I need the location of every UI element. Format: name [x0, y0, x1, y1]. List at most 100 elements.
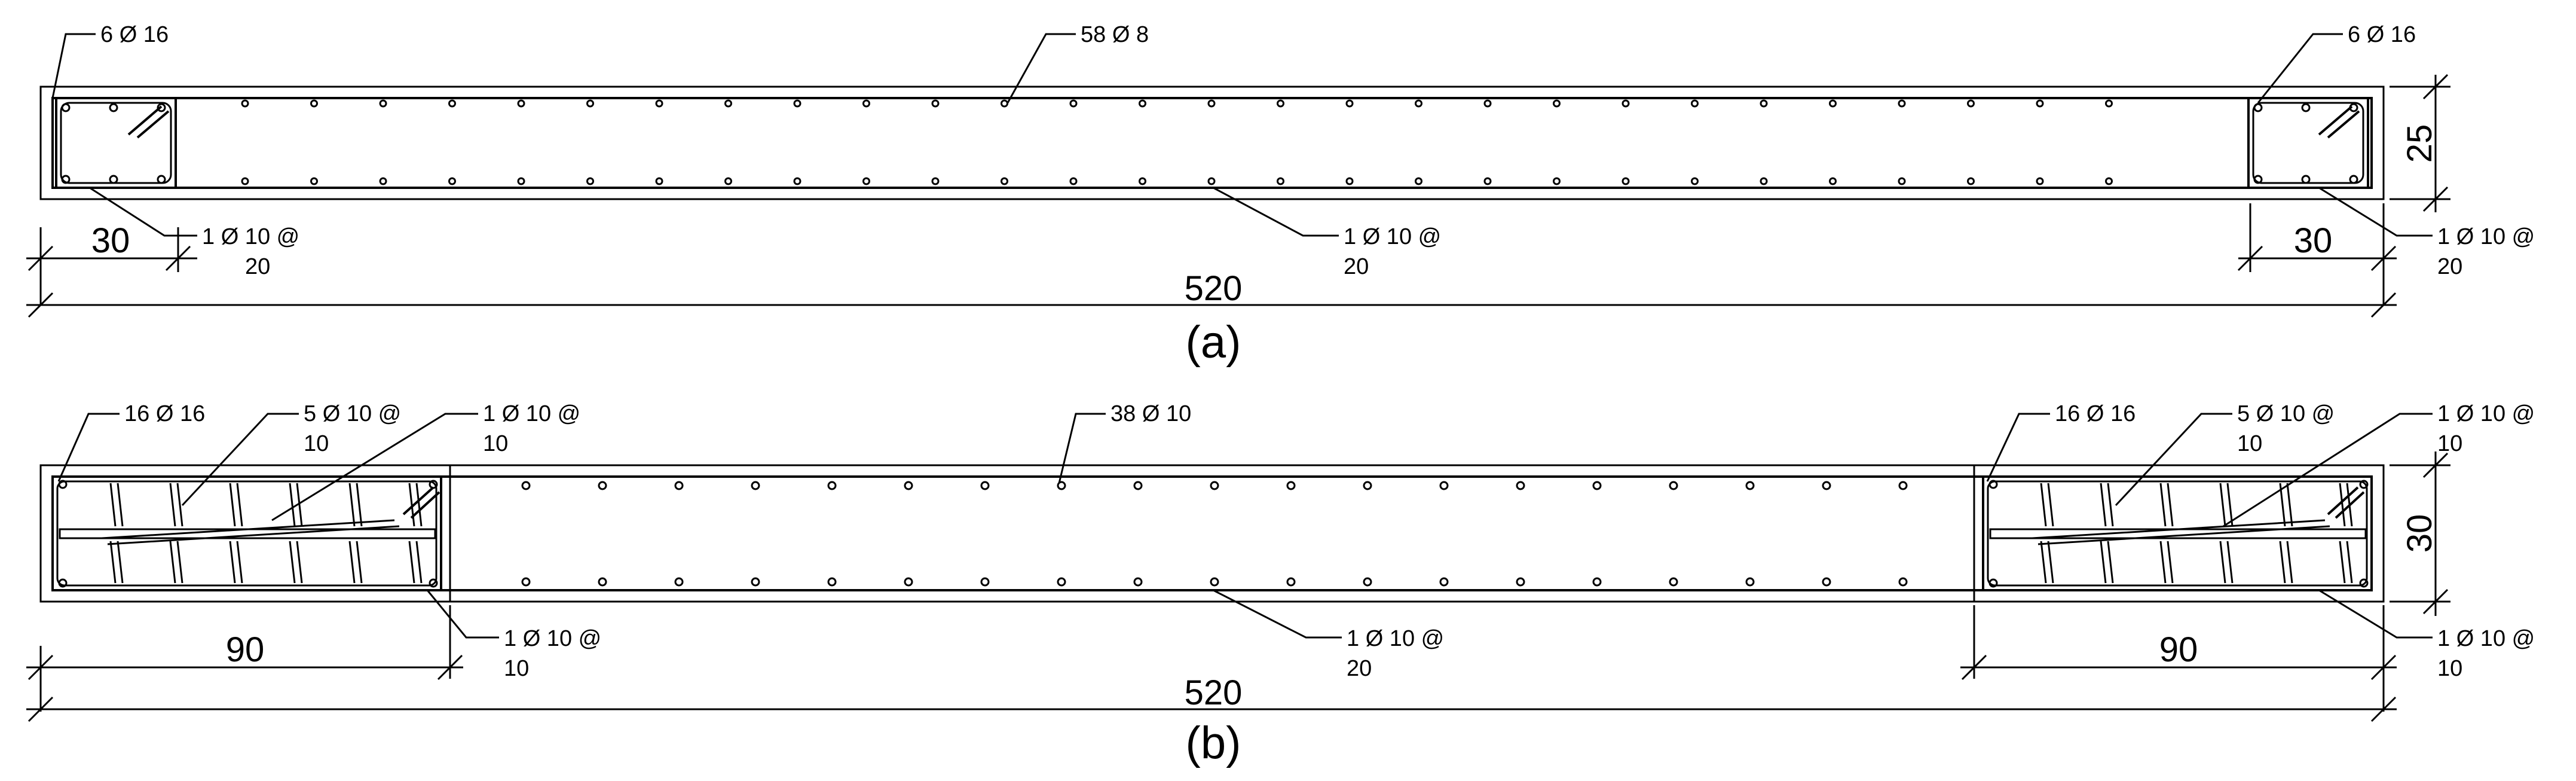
rebar-dot — [1898, 481, 1908, 490]
dim-label-a-right-end: 30 — [2294, 221, 2333, 260]
boundary-link-bar — [2107, 483, 2114, 527]
rebar-dot — [1439, 481, 1449, 490]
rebar-dot — [2036, 99, 2044, 108]
rebar-dot — [862, 99, 870, 108]
rebar-dot — [448, 177, 456, 185]
boundary-link-bar — [348, 483, 356, 527]
figure-a-left-tie-hook — [127, 105, 170, 139]
rebar-dot — [1439, 577, 1449, 587]
rebar-dot — [241, 99, 249, 108]
leader-b-right-diagonal — [2223, 413, 2433, 527]
corner-rebar-dot — [2301, 103, 2311, 112]
corner-rebar-dot — [429, 578, 438, 588]
rebar-dot — [1898, 577, 1908, 587]
label-b-right-tie: 1 Ø 10 @ — [2437, 626, 2535, 651]
rebar-dot — [931, 177, 940, 185]
dim-a-total — [26, 292, 2397, 318]
dimension-lines — [26, 74, 2450, 722]
figure-b-left-crosstie-bar — [59, 528, 436, 539]
boundary-link-bar — [415, 541, 423, 584]
dim-label-a-thickness: 25 — [2400, 124, 2439, 163]
corner-rebar-dot — [109, 103, 118, 112]
rebar-dot — [379, 99, 387, 108]
rebar-dot — [1516, 577, 1525, 587]
dim-b-right-end — [1960, 605, 2397, 712]
leader-b-right-tie — [2318, 589, 2433, 639]
rebar-dot — [2105, 177, 2113, 185]
rebar-dot — [1745, 481, 1755, 490]
figure-b-right-boundary-tie — [1982, 475, 2373, 591]
leader-a-web-bars — [1006, 33, 1076, 103]
leader-a-right-tie — [2318, 187, 2433, 237]
figure-a-labels: 6 Ø 16 58 Ø 8 6 Ø 16 1 Ø 10 @ 20 1 Ø 10 … — [91, 22, 2535, 368]
rebar-dot — [586, 177, 594, 185]
rebar-dot — [827, 481, 837, 490]
corner-rebar-dot — [2349, 175, 2358, 184]
rebar-dot — [1760, 177, 1768, 185]
boundary-link-bar — [176, 541, 183, 584]
rebar-dot — [1210, 577, 1219, 587]
rebar-dot — [724, 177, 732, 185]
boundary-link-bar — [2047, 541, 2054, 584]
boundary-link-bar — [2286, 541, 2293, 584]
rebar-dot — [1829, 177, 1837, 185]
leader-b-left-tie — [426, 590, 499, 639]
corner-rebar-dot — [58, 578, 68, 588]
figure-a-left-boundary-tie-inner — [60, 102, 172, 184]
boundary-link-bar — [296, 483, 303, 527]
dim-b-thickness — [2390, 451, 2450, 616]
rebar-dot — [655, 177, 663, 185]
figure-a-right-boundary-tie-inner — [2252, 102, 2364, 184]
caption-b: (b) — [1186, 718, 1241, 768]
boundary-link-bar — [2167, 541, 2174, 584]
rebar-dot — [448, 99, 456, 108]
boundary-link-bar — [2040, 541, 2047, 584]
boundary-link-bar — [408, 483, 415, 527]
label-a-left-tie-spacing: 20 — [245, 254, 270, 279]
rebar-dot — [521, 481, 531, 490]
dim-label-b-left-end: 90 — [226, 630, 265, 669]
label-b-right-tie-spacing: 10 — [2437, 656, 2462, 681]
boundary-link-bar — [236, 541, 243, 584]
boundary-link-bar — [2339, 483, 2346, 527]
figure-b-bars — [58, 480, 2369, 588]
wall-outlines — [39, 86, 2385, 603]
rebar-dot — [1069, 177, 1078, 185]
rebar-dot — [598, 481, 607, 490]
corner-rebar-dot — [2301, 175, 2311, 184]
boundary-link-bar — [2226, 541, 2234, 584]
figure-b-left-tie-hook — [402, 486, 440, 519]
rebar-dot — [1363, 577, 1372, 587]
leader-b-web-bars — [1058, 413, 1106, 484]
corner-rebar-dot — [1988, 578, 1998, 588]
boundary-link-bar — [117, 541, 124, 584]
wall-a-outline — [39, 86, 2385, 200]
boundary-link-bar — [236, 483, 243, 527]
leader-b-web-tie — [1213, 589, 1342, 639]
label-b-left-crossties: 5 Ø 10 @ — [304, 401, 401, 426]
rebar-dot — [1057, 577, 1066, 587]
boundary-link-bar — [289, 483, 296, 527]
figure-a-left-boundary-tie — [55, 97, 177, 189]
dim-label-b-thickness: 30 — [2400, 514, 2439, 553]
figure-b-labels: 16 Ø 16 5 Ø 10 @ 10 1 Ø 10 @ 10 38 Ø 10 … — [124, 401, 2535, 768]
rebar-dot — [2105, 99, 2113, 108]
rebar-dot — [1898, 177, 1906, 185]
rebar-dot — [241, 177, 249, 185]
label-b-web-tie: 1 Ø 10 @ — [1347, 626, 1444, 651]
boundary-link-bar — [2339, 541, 2346, 584]
rebar-dot — [931, 99, 940, 108]
rebar-dot — [310, 99, 318, 108]
boundary-link-bar — [289, 541, 296, 584]
figure-a-right-boundary-tie — [2247, 97, 2369, 189]
rebar-dot — [1898, 99, 1906, 108]
corner-rebar-dot — [157, 103, 166, 112]
label-b-right-diagonal-spacing: 10 — [2437, 431, 2462, 456]
boundary-link-bar — [229, 541, 236, 584]
caption-a: (a) — [1186, 317, 1241, 368]
figure-b-web-rebar-line — [51, 475, 2373, 591]
label-a-left-tie: 1 Ø 10 @ — [202, 224, 299, 249]
boundary-link-bar — [109, 541, 117, 584]
corner-rebar-dot — [2253, 103, 2263, 112]
